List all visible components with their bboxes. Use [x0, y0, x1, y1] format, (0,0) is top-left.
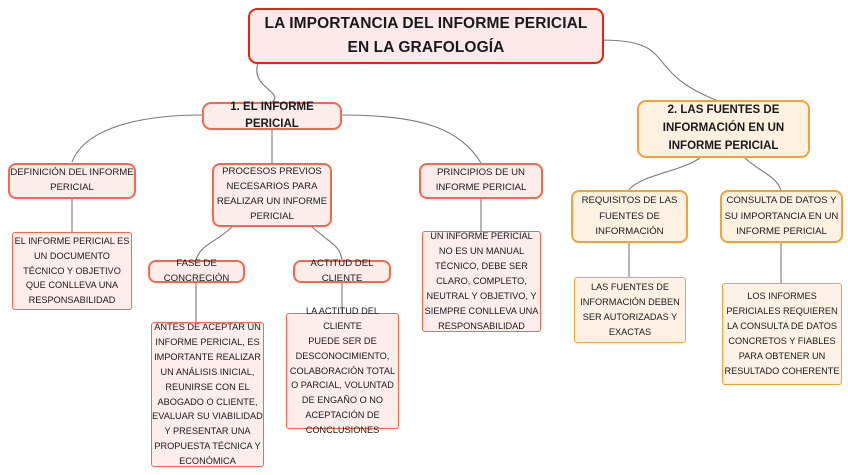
- node-fase-de-concrecion[interactable]: FASE DE CONCRECIÓN: [148, 258, 245, 284]
- edge-root-branch1: [256, 62, 276, 103]
- node-actitud-del-cliente[interactable]: ACTITUD DEL CLIENTE: [293, 258, 391, 284]
- node-fase-de-concrecion-label: FASE DE CONCRECIÓN: [163, 257, 230, 284]
- node-principios-detalle[interactable]: UN INFORME PERICIAL NO ES UN MANUAL TÉCN…: [422, 231, 541, 332]
- node-actitud-del-cliente-detalle[interactable]: LA ACTITUD DEL CLIENTE PUEDE SER DE DESC…: [286, 306, 399, 435]
- node-requisitos-de-las-fuentes-label: REQUISITOS DE LAS FUENTES DE INFORMACIÓN: [581, 195, 678, 238]
- node-definicion-detalle-label: EL INFORME PERICIAL ES UN DOCUMENTO TÉCN…: [14, 235, 130, 306]
- node-consulta-de-datos[interactable]: CONSULTA DE DATOS Y SU IMPORTANCIA EN UN…: [720, 190, 843, 243]
- node-requisitos-detalle-label: LAS FUENTES DE INFORMACIÓN DEBEN SER AUT…: [580, 282, 680, 337]
- branch-node-2[interactable]: 2. LAS FUENTES DE INFORMACIÓN EN UN INFO…: [637, 100, 810, 158]
- branch-node-1-label: 1. EL INFORME PERICIAL: [230, 100, 314, 130]
- node-definicion-del-informe-pericial[interactable]: DEFINICIÓN DEL INFORME PERICIAL: [8, 163, 136, 199]
- node-procesos-previos-label: PROCESOS PREVIOS NECESARIOS PARA REALIZA…: [216, 166, 328, 222]
- node-requisitos-detalle[interactable]: LAS FUENTES DE INFORMACIÓN DEBEN SER AUT…: [574, 277, 686, 343]
- edge-branch2-consulta: [744, 157, 782, 191]
- node-principios-detalle-label: UN INFORME PERICIAL NO ES UN MANUAL TÉCN…: [424, 231, 539, 331]
- node-definicion-detalle[interactable]: EL INFORME PERICIAL ES UN DOCUMENTO TÉCN…: [12, 232, 132, 310]
- edge-branch1-principios: [340, 114, 482, 164]
- node-procesos-previos[interactable]: PROCESOS PREVIOS NECESARIOS PARA REALIZA…: [212, 163, 332, 227]
- branch-node-2-label: 2. LAS FUENTES DE INFORMACIÓN EN UN INFO…: [662, 104, 785, 152]
- node-actitud-del-cliente-detalle-label: LA ACTITUD DEL CLIENTE PUEDE SER DE DESC…: [289, 305, 396, 436]
- node-consulta-de-datos-label: CONSULTA DE DATOS Y SU IMPORTANCIA EN UN…: [724, 195, 839, 238]
- node-requisitos-de-las-fuentes[interactable]: REQUISITOS DE LAS FUENTES DE INFORMACIÓN: [571, 190, 688, 243]
- node-consulta-de-datos-detalle[interactable]: LOS INFORMES PERICIALES REQUIEREN LA CON…: [722, 283, 842, 385]
- node-principios-de-un-informe-pericial-label: PRINCIPIOS DE UN INFORME PERICIAL: [435, 167, 527, 193]
- root-node[interactable]: LA IMPORTANCIA DEL INFORME PERICIAL EN L…: [248, 8, 604, 64]
- edge-root-branch2: [599, 39, 717, 101]
- edge-branch2-requisitos: [628, 157, 701, 191]
- edge-branch1-definicion: [71, 114, 203, 163]
- node-consulta-de-datos-detalle-label: LOS INFORMES PERICIALES REQUIEREN LA CON…: [724, 291, 840, 376]
- branch-node-1[interactable]: 1. EL INFORME PERICIAL: [202, 101, 342, 130]
- node-fase-de-concrecion-detalle[interactable]: ANTES DE ACEPTAR UN INFORME PERICIAL, ES…: [151, 322, 264, 467]
- node-principios-de-un-informe-pericial[interactable]: PRINCIPIOS DE UN INFORME PERICIAL: [419, 163, 543, 199]
- edge-procesos-actitud: [311, 226, 343, 261]
- node-definicion-del-informe-pericial-label: DEFINICIÓN DEL INFORME PERICIAL: [10, 167, 134, 193]
- edge-procesos-fase: [195, 226, 233, 261]
- root-node-label: LA IMPORTANCIA DEL INFORME PERICIAL EN L…: [264, 14, 588, 56]
- node-fase-de-concrecion-detalle-label: ANTES DE ACEPTAR UN INFORME PERICIAL, ES…: [152, 321, 263, 467]
- node-actitud-del-cliente-label: ACTITUD DEL CLIENTE: [310, 257, 374, 284]
